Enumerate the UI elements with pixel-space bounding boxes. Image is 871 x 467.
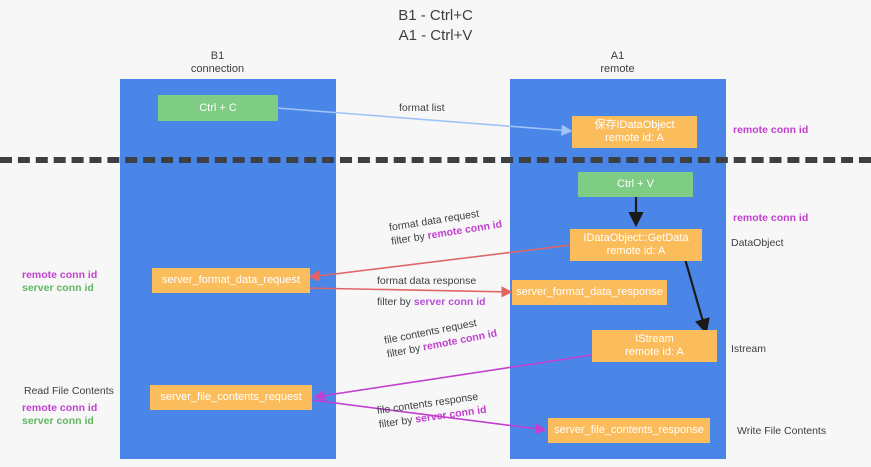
node-server-file-contents-response[interactable]: server_file_contents_response: [548, 418, 710, 443]
title-line-1: B1 - Ctrl+C: [398, 7, 473, 24]
annotation-write-file-contents: Write File Contents: [737, 425, 827, 437]
node-getdata-line2: remote id: A: [606, 245, 666, 257]
lane-header-a1-line1: A1: [610, 50, 625, 62]
edge-label-format-data-request: format data request filter by remote con…: [388, 203, 503, 248]
node-ctrl-c-label: Ctrl + C: [199, 101, 237, 114]
node-server-format-data-response-label: server_format_data_response: [516, 286, 663, 298]
title-line-2: A1 - Ctrl+V: [398, 27, 473, 44]
node-istream-line1: IStream: [635, 333, 674, 345]
annotation-istream: Istream: [731, 343, 767, 355]
node-idataobject[interactable]: 保存IDataObject remote id: A: [572, 116, 697, 148]
annotation-right-mid-remote-conn-id: remote conn id: [733, 212, 809, 224]
phase-divider: [0, 157, 871, 163]
filter-prefix: filter by: [378, 413, 417, 431]
node-ctrl-c[interactable]: Ctrl + C: [158, 95, 278, 121]
node-server-format-data-request[interactable]: server_format_data_request: [152, 268, 310, 293]
node-server-format-data-request-label: server_format_data_request: [161, 274, 301, 286]
annotation-left-mid-server-conn-id: server conn id: [22, 282, 94, 294]
annotation-left-bottom-remote-conn-id: remote conn id: [22, 402, 98, 414]
node-ctrl-v[interactable]: Ctrl + V: [578, 172, 693, 197]
filter-highlight: server conn id: [413, 296, 486, 308]
node-istream[interactable]: IStream remote id: A: [592, 330, 717, 362]
node-idataobject-line1: 保存IDataObject: [594, 119, 675, 131]
edge-label-format-data-response-line2: filter by server conn id: [377, 295, 486, 309]
annotation-read-file-contents: Read File Contents: [24, 385, 114, 397]
lane-header-a1-line2: remote: [600, 63, 635, 75]
node-server-format-data-response[interactable]: server_format_data_response: [512, 280, 667, 305]
node-getdata[interactable]: IDataObject::GetData remote id: A: [570, 229, 702, 261]
node-idataobject-line2: remote id: A: [605, 132, 664, 144]
lane-header-a1: A1 remote: [550, 50, 685, 76]
lane-header-b1-line1: B1: [210, 50, 225, 62]
edge-label-format-list: format list: [399, 101, 445, 115]
annotation-dataobject: DataObject: [731, 237, 784, 249]
node-getdata-line1: IDataObject::GetData: [583, 232, 689, 244]
edge-label-format-list-text: format list: [399, 102, 445, 114]
annotation-right-top-remote-conn-id: remote conn id: [733, 124, 809, 136]
node-server-file-contents-request-label: server_file_contents_request: [160, 391, 302, 403]
annotation-left-bottom-server-conn-id: server conn id: [22, 415, 94, 427]
node-server-file-contents-request[interactable]: server_file_contents_request: [150, 385, 312, 410]
page-title: B1 - Ctrl+C A1 - Ctrl+V: [0, 6, 871, 46]
filter-prefix: filter by: [377, 296, 414, 308]
annotation-left-mid-remote-conn-id: remote conn id: [22, 269, 98, 281]
edge-label-file-contents-response: file contents response filter by server …: [376, 389, 487, 432]
edge-label-format-data-response: format data response filter by server co…: [377, 274, 486, 309]
lane-header-b1-line2: connection: [190, 63, 245, 75]
edge-label-file-contents-request: file contents request filter by remote c…: [383, 313, 498, 362]
node-server-file-contents-response-label: server_file_contents_response: [554, 424, 704, 436]
edge-label-format-data-response-line1: format data response: [377, 275, 477, 287]
lane-header-b1: B1 connection: [150, 50, 285, 76]
node-ctrl-v-label: Ctrl + V: [617, 178, 654, 190]
node-istream-line2: remote id: A: [625, 346, 684, 358]
